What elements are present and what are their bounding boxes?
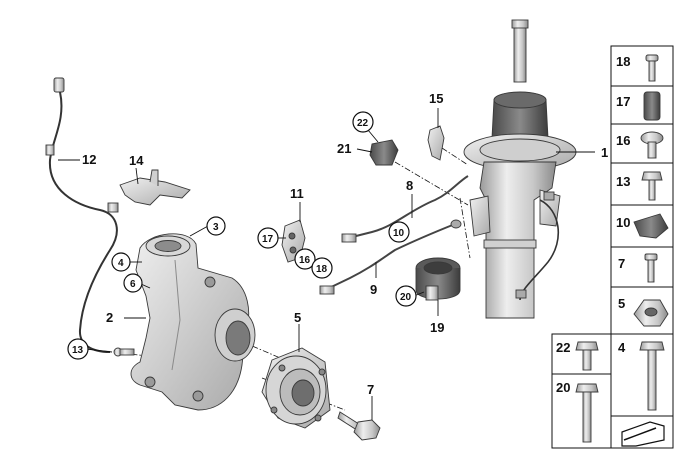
legend-22: 22 [556,340,570,355]
top-brackets [369,125,445,166]
hw-17-sleeve [643,91,661,121]
callout-16: 16 [299,255,311,266]
callout-3-ring [206,216,226,236]
hw-5-nut [633,299,669,327]
callout-1: 1 [601,145,608,160]
callout-10: 10 [393,228,405,239]
wheel-hub-bearing [261,347,331,429]
callout-12: 12 [82,152,96,167]
legend-4: 4 [618,340,626,355]
hw-4-bolt [639,341,665,411]
callout-20: 20 [400,292,412,303]
callout-4: 4 [118,258,124,269]
hw-7-bolt [644,253,658,283]
callout-6-ring [123,273,143,293]
hardware-legend: 18 17 16 13 10 7 5 4 22 20 [551,45,674,449]
callouts: 1 2 3 4 5 6 7 8 9 10 11 12 13 14 15 16 1… [67,91,608,397]
legend-17: 17 [616,94,630,109]
hw-10-grommet [633,213,669,239]
rubber-mount [415,257,461,301]
callout-11: 11 [290,186,304,201]
legend-13: 13 [616,174,630,189]
cable-bracket [119,169,191,206]
hw-22-bolt [575,341,599,371]
callout-7: 7 [367,382,374,397]
brake-lines [319,175,469,295]
hub-bolt [337,411,381,441]
callout-20-ring [395,285,417,307]
callout-10-ring [388,221,410,243]
callout-3: 3 [213,222,219,233]
callout-19: 19 [430,320,444,335]
callout-8: 8 [406,178,413,193]
callout-18-ring [311,257,333,279]
callout-22: 22 [357,118,369,129]
legend-20: 20 [556,380,570,395]
callout-4-ring [111,252,131,272]
hw-18-screw [645,54,659,82]
callout-15: 15 [429,91,443,106]
strut-assembly [463,19,577,319]
legend-5: 5 [618,296,625,311]
callout-2: 2 [106,310,113,325]
callout-13: 13 [72,345,84,356]
callout-22-ring [352,111,374,133]
legend-7: 7 [618,256,625,271]
legend-18: 18 [616,54,630,69]
callout-13-ring [67,338,89,360]
hw-20-bolt [575,383,599,443]
wheel-speed-sensor-cable [45,77,135,357]
callout-16-ring [294,248,316,270]
callout-9: 9 [370,282,377,297]
direction-arrow-icon [621,421,665,447]
callout-18: 18 [316,264,328,275]
callout-6: 6 [130,279,136,290]
callout-17-ring [257,227,279,249]
callout-17: 17 [262,234,274,245]
hw-16-clip [640,131,664,159]
hw-13-bolt [641,171,663,201]
callout-21: 21 [337,141,351,156]
steering-knuckle [130,233,256,411]
callout-5: 5 [294,310,301,325]
callout-14: 14 [129,153,144,168]
legend-10: 10 [616,215,630,230]
legend-16: 16 [616,133,630,148]
